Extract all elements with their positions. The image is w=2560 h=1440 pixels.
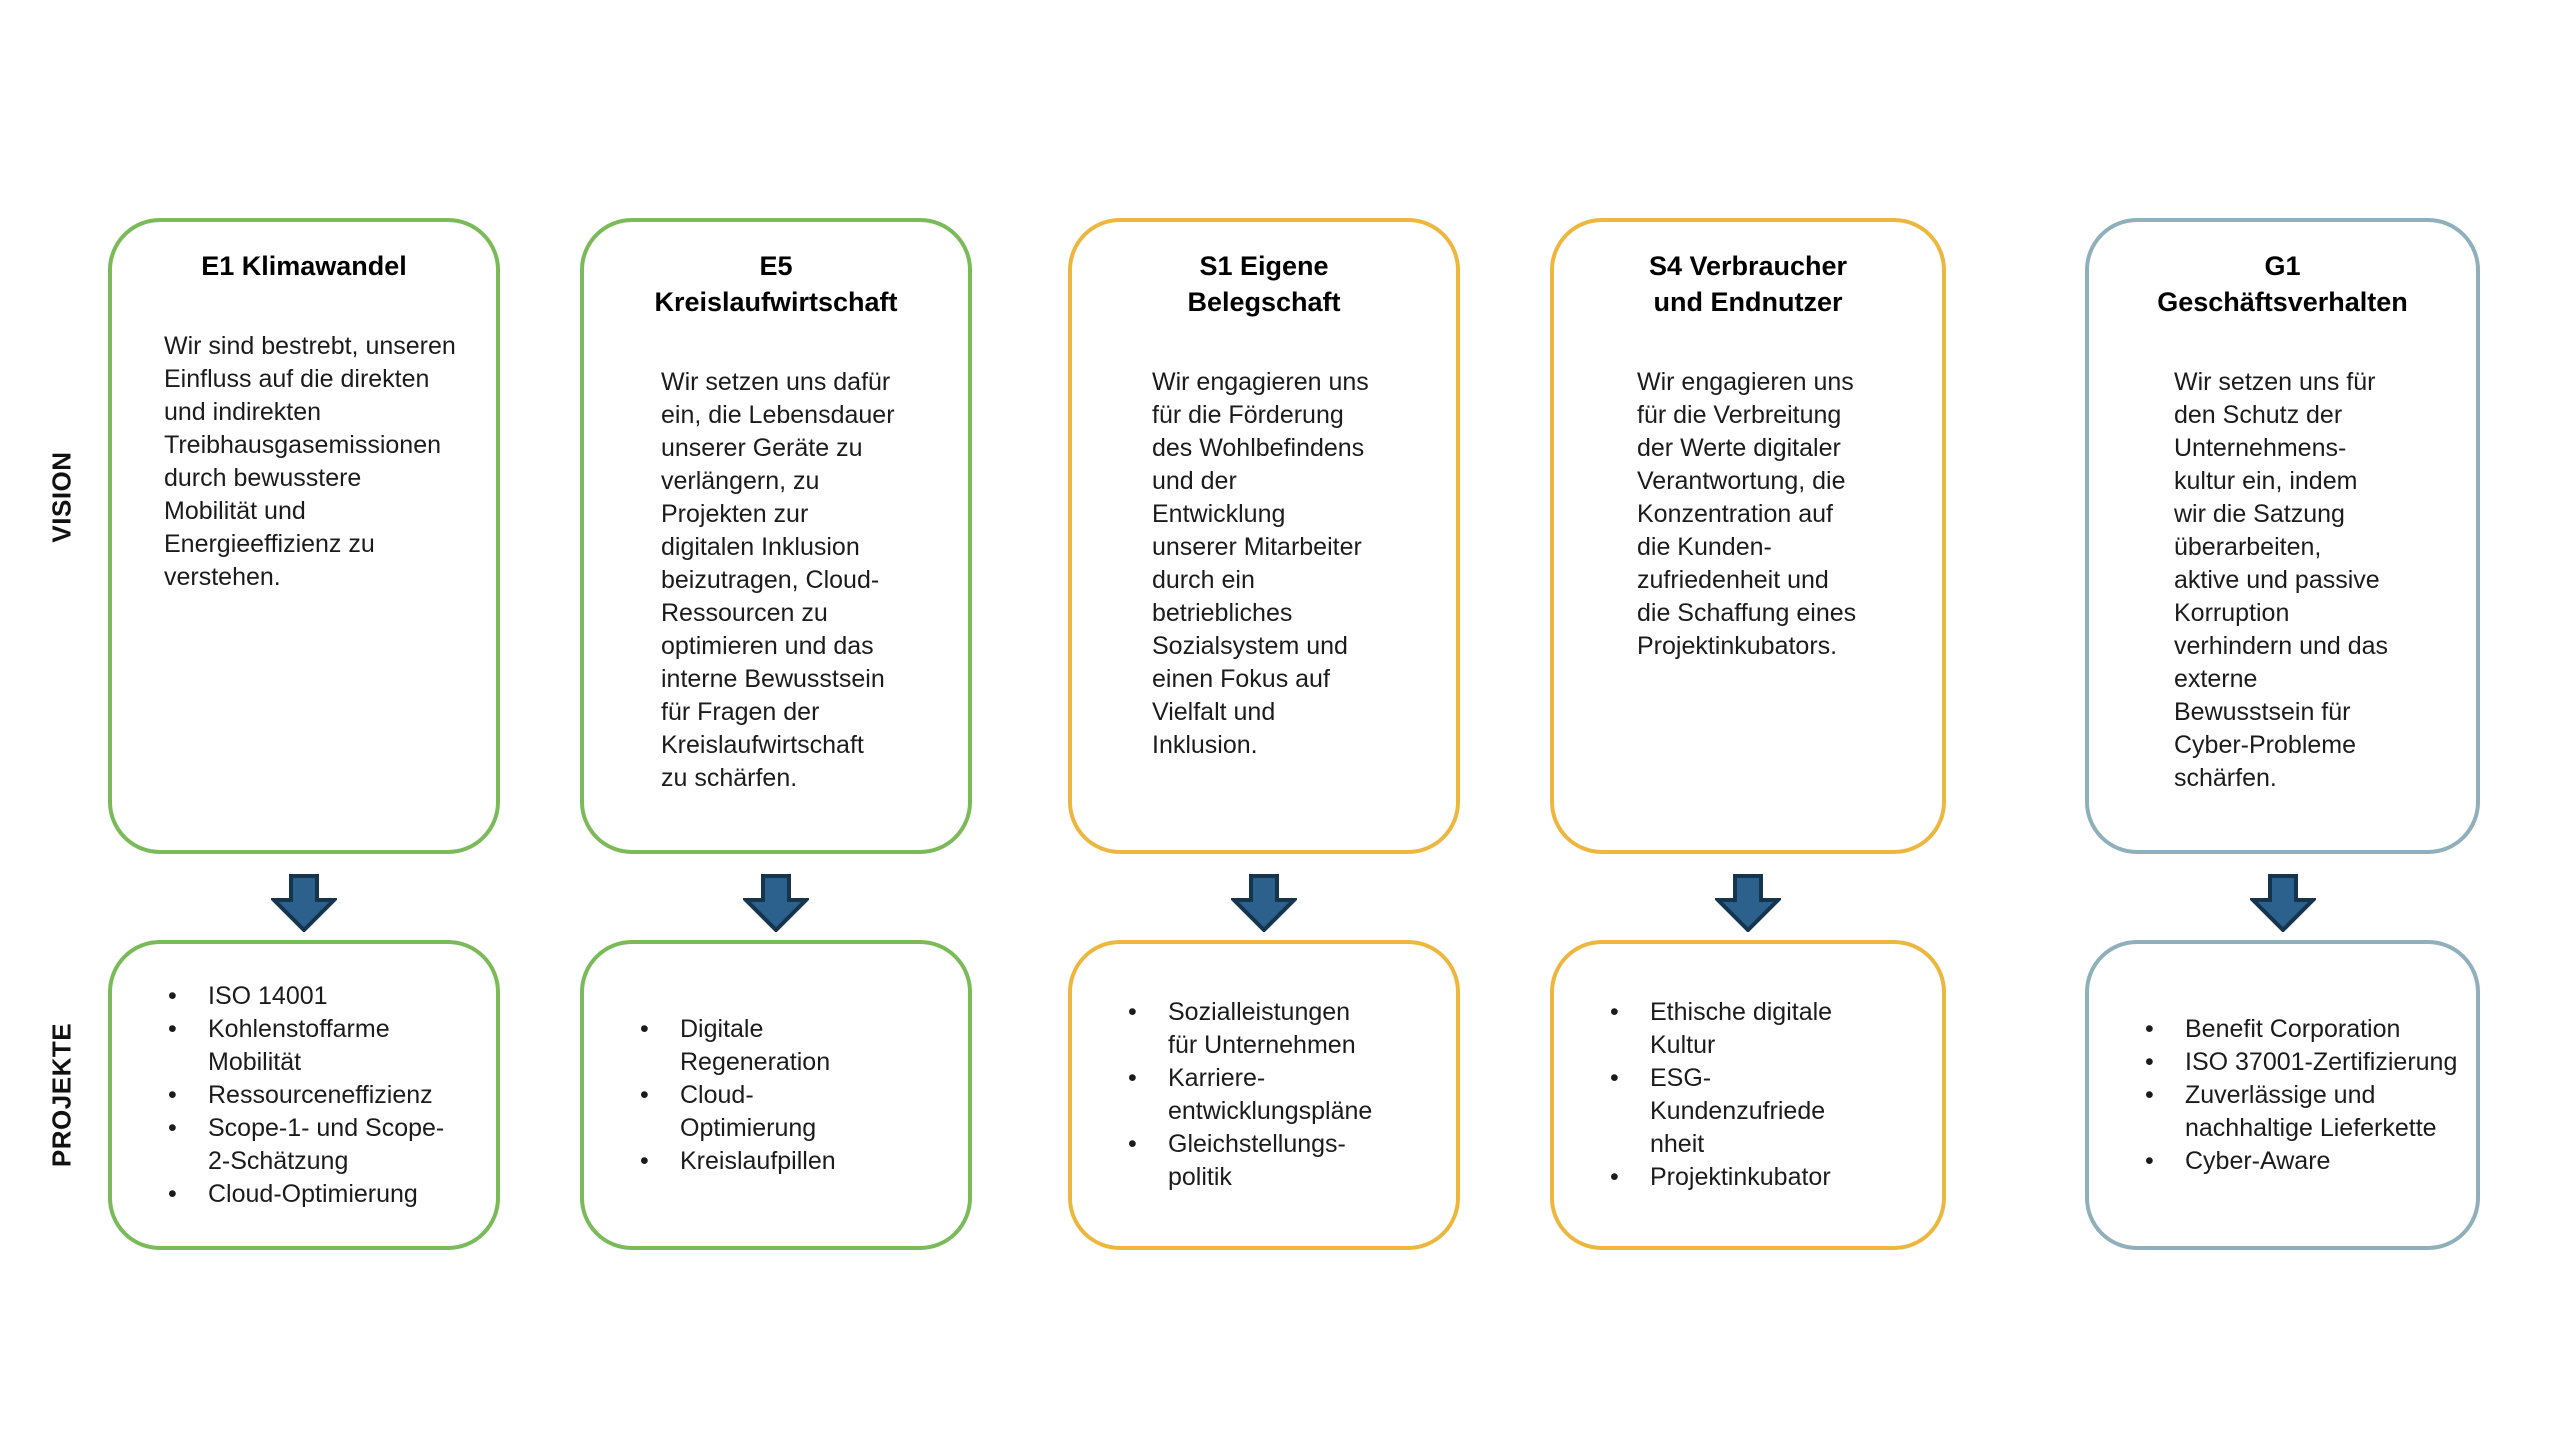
project-item-label: Cloud-Optimierung	[208, 1179, 418, 1208]
vision-box-S1: S1 Eigene Belegschaft Wir engagieren uns…	[1068, 218, 1460, 854]
bullet-icon: •	[168, 1179, 177, 1208]
project-item: • Digitale Regeneration	[634, 1013, 958, 1079]
project-item: • Scope-1- und Scope- 2-Schätzung	[162, 1112, 486, 1178]
row-label-vision: VISION	[46, 451, 77, 543]
bullet-icon: •	[1128, 1130, 1137, 1158]
projects-box-G1: • Benefit Corporation • ISO 37001-Zertifizi…	[2085, 940, 2480, 1250]
vision-box-E5: E5 Kreislaufwirtschaft Wir setzen uns da…	[580, 218, 972, 854]
project-item-label: Sozialleistungen für Unternehmen	[1168, 998, 1356, 1059]
vision-title: S1 Eigene Belegschaft	[1187, 251, 1341, 317]
column-E1: E1 Klimawandel Wir sind bestrebt, unsere…	[108, 0, 500, 1440]
project-item: • ESG- Kundenzufriede nheit	[1604, 1062, 1932, 1161]
projects-box-E1: • ISO 14001 • Kohlenstoffarme Mobilität • Res…	[108, 940, 500, 1250]
project-item-label: Cyber-Aware	[2185, 1146, 2331, 1175]
project-item-label: Kohlenstoffarme Mobilität	[208, 1014, 390, 1076]
projects-list: • ISO 14001 • Kohlenstoffarme Mobilität • Res…	[162, 980, 486, 1211]
bullet-icon: •	[640, 1146, 649, 1175]
project-item-label: ESG- Kundenzufriede nheit	[1650, 1064, 1826, 1158]
project-item: • Zuverlässige und nachhaltige Lieferkett…	[2139, 1079, 2466, 1145]
down-arrow-icon	[2249, 874, 2316, 932]
vision-box-E1: E1 Klimawandel Wir sind bestrebt, unsere…	[108, 218, 500, 854]
project-item: • Cloud-Optimierung	[162, 1178, 486, 1211]
bullet-icon: •	[1128, 998, 1137, 1026]
vision-body: Wir setzen uns dafür ein, die Lebensdaue…	[661, 368, 895, 792]
vision-box-S4: S4 Verbraucher und Endnutzer Wir engagie…	[1550, 218, 1946, 854]
project-item-label: Scope-1- und Scope- 2-Schätzung	[208, 1113, 445, 1175]
projects-list: • Digitale Regeneration • Cloud- Optimierun…	[634, 1013, 958, 1178]
vision-body: Wir sind bestrebt, unseren Einfluss auf …	[164, 332, 456, 591]
vision-box-G1: G1 Geschäftsverhalten Wir setzen uns für…	[2085, 218, 2480, 854]
bullet-icon: •	[2145, 1047, 2154, 1076]
vision-title: G1 Geschäftsverhalten	[2157, 251, 2408, 317]
projects-box-S1: • Sozialleistungen für Unternehmen • Karrie…	[1068, 940, 1460, 1250]
vision-body: Wir engagieren uns für die Förderung des…	[1152, 368, 1369, 759]
bullet-icon: •	[1128, 1064, 1137, 1092]
project-item: • Benefit Corporation	[2139, 1013, 2466, 1046]
project-item-label: Cloud- Optimierung	[680, 1080, 817, 1142]
vision-body: Wir setzen uns für den Schutz der Untern…	[2174, 368, 2389, 792]
project-item-label: Ressourceneffizienz	[208, 1080, 433, 1109]
column-G1: G1 Geschäftsverhalten Wir setzen uns für…	[2085, 0, 2480, 1440]
bullet-icon: •	[168, 1080, 177, 1109]
project-item-label: Zuverlässige und nachhaltige Lieferkette	[2185, 1080, 2437, 1142]
project-item-label: Benefit Corporation	[2185, 1014, 2401, 1043]
projects-list: • Sozialleistungen für Unternehmen • Karrie…	[1122, 996, 1446, 1194]
column-S4: S4 Verbraucher und Endnutzer Wir engagie…	[1550, 0, 1946, 1440]
project-item: • Cloud- Optimierung	[634, 1079, 958, 1145]
project-item: • Gleichstellungs- politik	[1122, 1128, 1446, 1194]
bullet-icon: •	[168, 1113, 177, 1142]
project-item-label: ISO 37001-Zertifizierung	[2185, 1047, 2458, 1076]
project-item-label: Digitale Regeneration	[680, 1014, 831, 1076]
bullet-icon: •	[168, 981, 177, 1010]
column-E5: E5 Kreislaufwirtschaft Wir setzen uns da…	[580, 0, 972, 1440]
projects-list: • Benefit Corporation • ISO 37001-Zertifizi…	[2139, 1013, 2466, 1178]
project-item-label: Kreislaufpillen	[680, 1146, 836, 1175]
project-item: • Cyber-Aware	[2139, 1145, 2466, 1178]
project-item-label: ISO 14001	[208, 981, 328, 1010]
vision-title: E5 Kreislaufwirtschaft	[654, 251, 898, 317]
down-arrow-icon	[271, 874, 337, 932]
bullet-icon: •	[2145, 1080, 2154, 1109]
projects-box-E5: • Digitale Regeneration • Cloud- Optimierun…	[580, 940, 972, 1250]
vision-body: Wir engagieren uns für die Verbreitung d…	[1637, 368, 1857, 660]
project-item: • ISO 14001	[162, 980, 486, 1013]
project-item: • Projektinkubator	[1604, 1161, 1932, 1194]
column-S1: S1 Eigene Belegschaft Wir engagieren uns…	[1068, 0, 1460, 1440]
row-label-projekte: PROJEKTE	[46, 1022, 77, 1168]
project-item: • Karriere- entwicklungspläne	[1122, 1062, 1446, 1128]
bullet-icon: •	[168, 1014, 177, 1043]
down-arrow-icon	[1231, 874, 1297, 932]
project-item-label: Gleichstellungs- politik	[1168, 1130, 1346, 1191]
down-arrow-icon	[1715, 874, 1781, 932]
project-item: • Kreislaufpillen	[634, 1145, 958, 1178]
bullet-icon: •	[2145, 1146, 2154, 1175]
projects-box-S4: • Ethische digitale Kultur • ESG- Kundenzuf…	[1550, 940, 1946, 1250]
project-item: • Sozialleistungen für Unternehmen	[1122, 996, 1446, 1062]
project-item: • Ressourceneffizienz	[162, 1079, 486, 1112]
bullet-icon: •	[640, 1080, 649, 1109]
project-item-label: Karriere- entwicklungspläne	[1168, 1064, 1373, 1125]
project-item: • ISO 37001-Zertifizierung	[2139, 1046, 2466, 1079]
project-item-label: Ethische digitale Kultur	[1650, 998, 1833, 1059]
bullet-icon: •	[640, 1014, 649, 1043]
bullet-icon: •	[1610, 998, 1619, 1026]
vision-title: E1 Klimawandel	[201, 251, 407, 281]
project-item: • Kohlenstoffarme Mobilität	[162, 1013, 486, 1079]
bullet-icon: •	[1610, 1064, 1619, 1092]
project-item: • Ethische digitale Kultur	[1604, 996, 1932, 1062]
vision-title: S4 Verbraucher und Endnutzer	[1648, 251, 1848, 317]
bullet-icon: •	[1610, 1163, 1619, 1191]
bullet-icon: •	[2145, 1014, 2154, 1043]
projects-list: • Ethische digitale Kultur • ESG- Kundenzuf…	[1604, 996, 1932, 1194]
down-arrow-icon	[743, 874, 809, 932]
project-item-label: Projektinkubator	[1650, 1163, 1831, 1191]
